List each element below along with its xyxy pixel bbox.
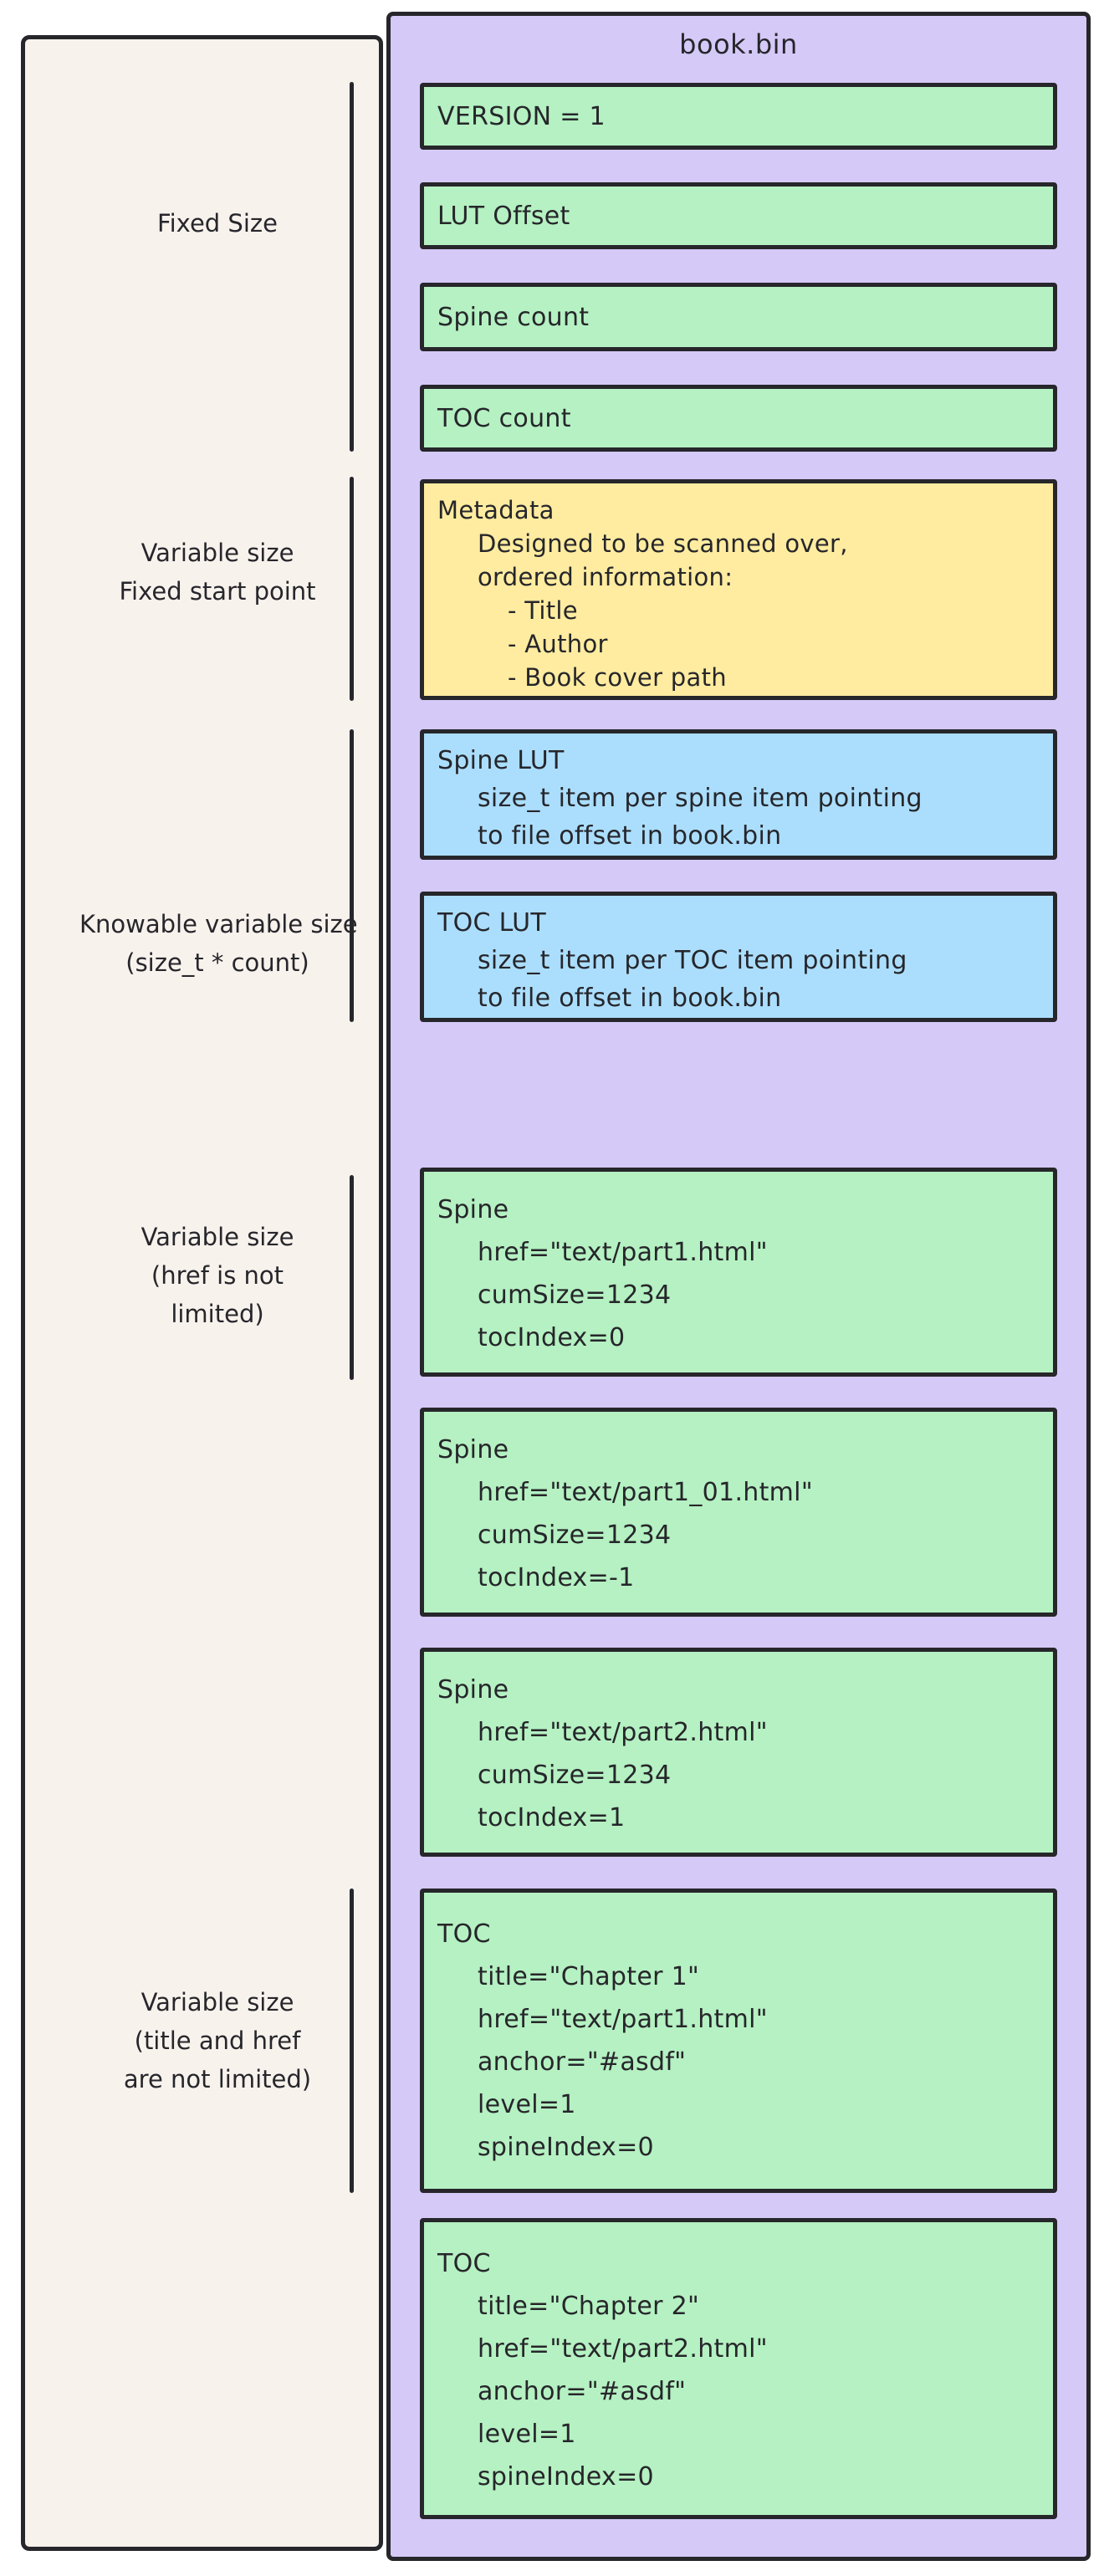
block-line: Designed to be scanned over, — [478, 529, 848, 558]
block-line: to file offset in book.bin — [478, 821, 782, 851]
block-spine-lut: Spine LUT size_t item per spine item poin… — [420, 729, 1057, 860]
block-line: href="text/part1_01.html" — [478, 1478, 813, 1507]
size-label-variable-size-href: Variable size (href is not limited) — [79, 1218, 355, 1333]
size-label-line: Fixed start point — [119, 577, 316, 606]
size-label-knowable-variable-size: Knowable variable size (size_t * count) — [79, 905, 358, 982]
size-label-line: Variable size — [141, 1223, 294, 1251]
block-line: cumSize=1234 — [478, 1280, 672, 1310]
block-line: TOC count — [437, 403, 571, 433]
size-label-line: Knowable variable size — [79, 910, 358, 938]
block-toc-1: TOC title="Chapter 1" href="text/part1.htm… — [420, 1889, 1057, 2193]
block-toc-count: TOC count — [420, 385, 1057, 452]
block-line: href="text/part1.html" — [478, 2005, 768, 2034]
block-line: tocIndex=-1 — [478, 1563, 635, 1592]
size-label-line: Variable size — [141, 1988, 294, 2016]
size-label-line: (title and href — [134, 2027, 301, 2055]
block-line: Spine LUT — [437, 746, 565, 775]
size-label-line: (href is not — [151, 1261, 284, 1290]
size-bracket-2 — [350, 477, 354, 701]
block-line: anchor="#asdf" — [478, 2377, 687, 2406]
block-line: title="Chapter 1" — [478, 1962, 700, 1991]
size-label-line: limited) — [171, 1300, 264, 1328]
block-line: Spine — [437, 1195, 509, 1224]
block-spine-3: Spine href="text/part2.html" cumSize=1234 t… — [420, 1648, 1057, 1857]
block-line: TOC LUT — [437, 908, 547, 938]
block-spine-1: Spine href="text/part1.html" cumSize=1234 t… — [420, 1168, 1057, 1377]
block-line: href="text/part1.html" — [478, 1238, 768, 1267]
size-bracket-4 — [350, 1175, 354, 1380]
block-line: LUT Offset — [437, 201, 570, 231]
block-line: Spine count — [437, 302, 590, 332]
block-line: level=1 — [478, 2420, 576, 2449]
block-line: title="Chapter 2" — [478, 2292, 700, 2321]
size-label-fixed-size: Fixed Size — [79, 204, 355, 243]
block-line: spineIndex=0 — [478, 2462, 654, 2492]
block-line: href="text/part2.html" — [478, 2334, 768, 2364]
block-line: tocIndex=1 — [478, 1803, 626, 1832]
block-line: cumSize=1234 — [478, 1761, 672, 1790]
block-spine-count: Spine count — [420, 283, 1057, 351]
block-line: size_t item per spine item pointing — [478, 784, 923, 813]
size-annotation-panel — [21, 35, 383, 2551]
block-spine-2: Spine href="text/part1_01.html" cumSize=12… — [420, 1408, 1057, 1617]
block-line: to file offset in book.bin — [478, 984, 782, 1013]
block-line: Spine — [437, 1675, 509, 1705]
size-label-line: Fixed Size — [157, 209, 278, 238]
block-line: Spine — [437, 1435, 509, 1464]
size-label-line: (size_t * count) — [125, 948, 309, 977]
block-line: anchor="#asdf" — [478, 2047, 687, 2077]
block-line: TOC — [437, 2249, 491, 2278]
block-line: - Title — [508, 596, 578, 625]
size-bracket-3 — [350, 729, 354, 1022]
block-line: Metadata — [437, 496, 555, 524]
block-lut-offset: LUT Offset — [420, 182, 1057, 249]
block-line: size_t item per TOC item pointing — [478, 946, 907, 975]
size-label-variable-size-title-href: Variable size (title and href are not limi… — [79, 1983, 355, 2098]
size-bracket-5 — [350, 1889, 354, 2193]
block-line: href="text/part2.html" — [478, 1718, 768, 1747]
block-line: spineIndex=0 — [478, 2133, 654, 2162]
file-title: book.bin — [679, 28, 798, 60]
block-line: cumSize=1234 — [478, 1521, 672, 1550]
block-line: VERSION = 1 — [437, 101, 606, 131]
block-toc-lut: TOC LUT size_t item per TOC item pointing… — [420, 892, 1057, 1022]
block-version: VERSION = 1 — [420, 83, 1057, 150]
block-toc-2: TOC title="Chapter 2" href="text/part2.htm… — [420, 2218, 1057, 2519]
size-label-line: Variable size — [141, 539, 294, 567]
block-line: ordered information: — [478, 563, 733, 591]
size-bracket-1 — [350, 82, 354, 452]
block-line: - Book cover path — [508, 663, 727, 692]
block-line: - Author — [508, 630, 608, 658]
block-line: TOC — [437, 1919, 491, 1949]
block-line: tocIndex=0 — [478, 1323, 626, 1352]
size-label-line: are not limited) — [123, 2065, 312, 2093]
block-line: level=1 — [478, 2090, 576, 2119]
